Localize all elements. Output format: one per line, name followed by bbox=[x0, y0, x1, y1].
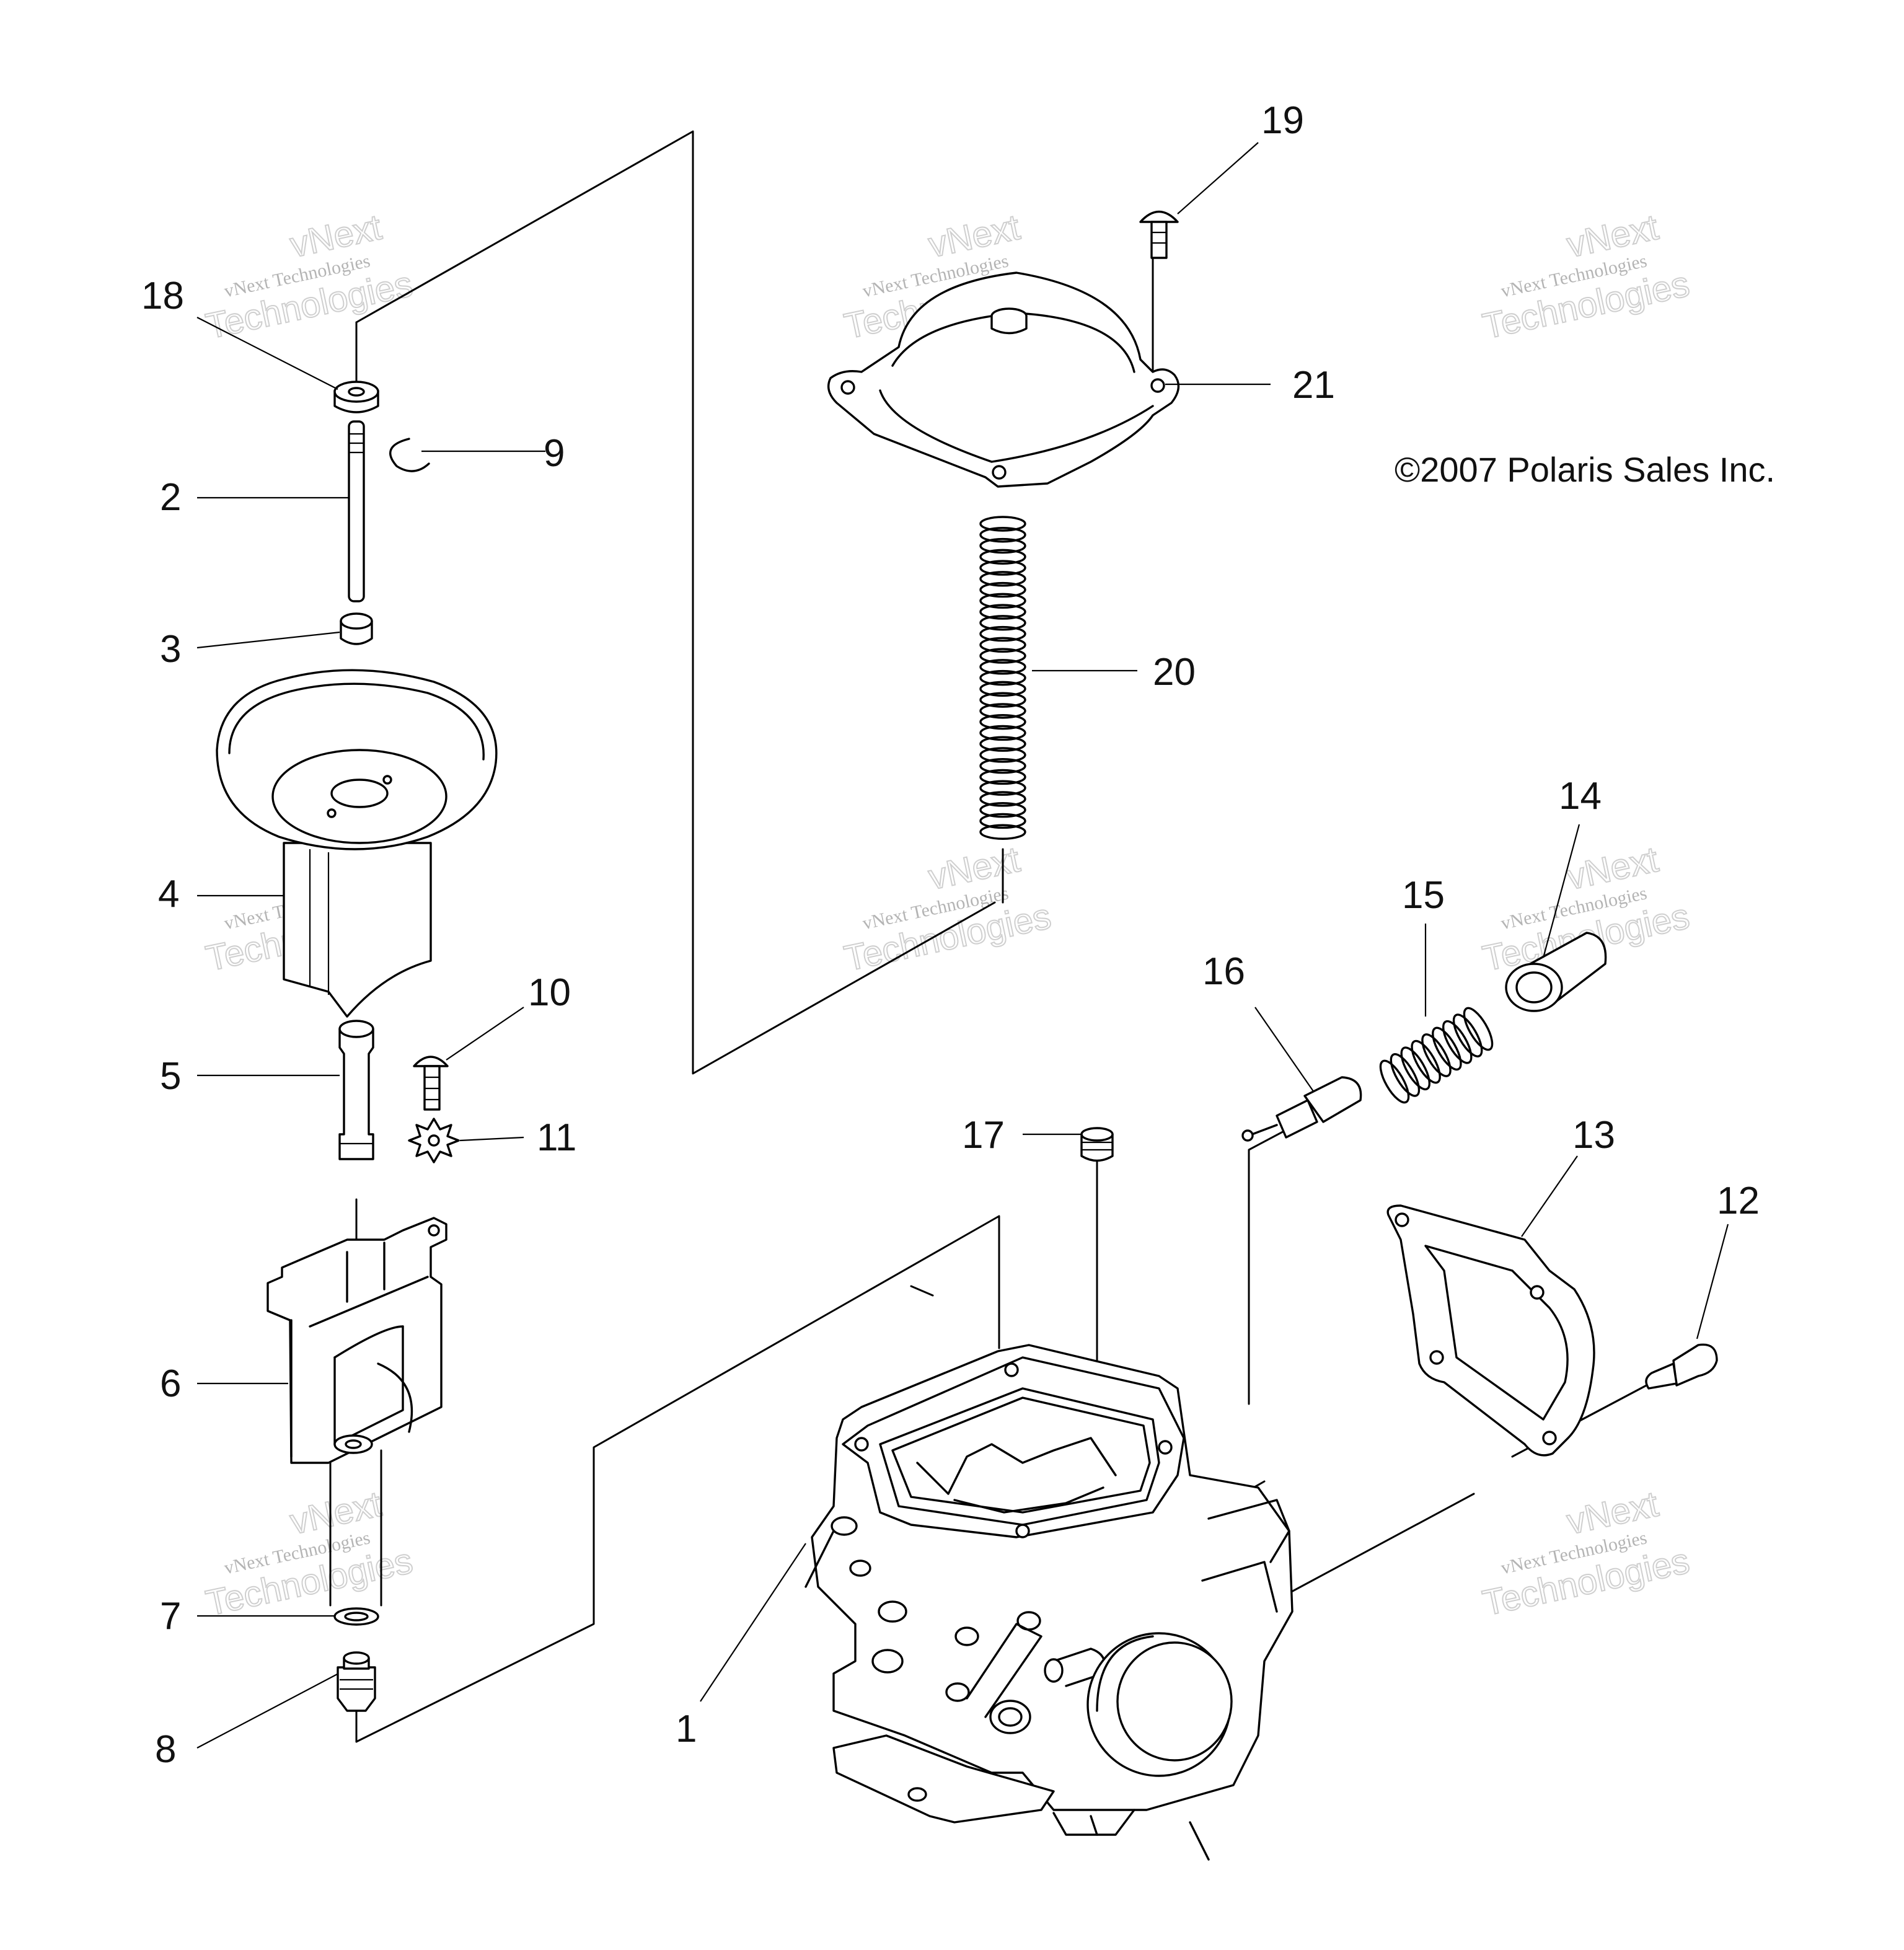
part-21-top-cover[interactable] bbox=[827, 271, 1180, 488]
part-18-nut[interactable] bbox=[333, 381, 379, 413]
callout-9: 9 bbox=[544, 432, 565, 475]
part-8-main-jet[interactable] bbox=[337, 1651, 376, 1712]
callout-21: 21 bbox=[1292, 364, 1335, 407]
watermark: vNext vNext Technologies Technologies bbox=[1479, 1483, 1694, 1624]
callout-15: 15 bbox=[1402, 874, 1445, 917]
part-12-screw[interactable] bbox=[1645, 1343, 1718, 1390]
callout-4: 4 bbox=[158, 873, 179, 915]
part-14-plug[interactable] bbox=[1505, 932, 1607, 1012]
part-6-float-bracket[interactable] bbox=[267, 1217, 447, 1464]
svg-text:vNext: vNext bbox=[286, 207, 385, 265]
part-5-needle-jet[interactable] bbox=[338, 1020, 374, 1160]
part-13-float-bowl-gasket[interactable] bbox=[1386, 1204, 1595, 1457]
callout-11: 11 bbox=[537, 1116, 576, 1159]
watermark: vNext vNext Technologies Technologies bbox=[840, 839, 1056, 979]
part-19-screw[interactable] bbox=[1139, 211, 1179, 259]
callout-18: 18 bbox=[141, 275, 184, 317]
copyright-notice: ©2007 Polaris Sales Inc. bbox=[1395, 450, 1775, 489]
callout-3: 3 bbox=[160, 628, 181, 671]
watermark: vNext vNext Technologies Technologies bbox=[202, 1483, 417, 1624]
callout-20: 20 bbox=[1153, 651, 1196, 694]
callout-17: 17 bbox=[962, 1114, 1005, 1157]
part-15-spring[interactable] bbox=[1375, 1004, 1497, 1106]
part-10-screw[interactable] bbox=[413, 1056, 449, 1111]
part-20-spring[interactable] bbox=[979, 516, 1026, 840]
callout-2: 2 bbox=[160, 476, 181, 519]
callout-16: 16 bbox=[1202, 950, 1245, 993]
part-7-o-ring[interactable] bbox=[333, 1607, 379, 1626]
callout-7: 7 bbox=[160, 1595, 181, 1638]
callout-12: 12 bbox=[1717, 1180, 1760, 1222]
svg-text:vNext: vNext bbox=[1563, 1484, 1662, 1542]
svg-text:vNext: vNext bbox=[925, 839, 1023, 898]
callout-labels: 1 2 3 4 5 6 7 8 9 10 11 12 13 14 15 16 1… bbox=[141, 99, 1760, 1771]
callout-14: 14 bbox=[1559, 775, 1602, 818]
callout-13: 13 bbox=[1572, 1114, 1615, 1157]
svg-text:vNext: vNext bbox=[1563, 207, 1662, 265]
part-3-spacer[interactable] bbox=[340, 612, 373, 645]
callout-6: 6 bbox=[160, 1362, 181, 1405]
part-17-pilot-screw[interactable] bbox=[1080, 1127, 1114, 1162]
part-11-star-washer[interactable] bbox=[408, 1118, 460, 1163]
part-1-carburetor-body[interactable] bbox=[804, 1344, 1294, 1861]
callout-8: 8 bbox=[155, 1728, 176, 1771]
callout-10: 10 bbox=[528, 971, 571, 1014]
callout-5: 5 bbox=[160, 1055, 181, 1098]
part-9-e-clip[interactable] bbox=[389, 438, 430, 472]
part-16-plunger[interactable] bbox=[1241, 1076, 1362, 1142]
part-4-diaphragm-piston[interactable] bbox=[216, 669, 498, 1018]
svg-text:vNext: vNext bbox=[925, 207, 1023, 265]
callout-19: 19 bbox=[1261, 99, 1304, 142]
leader-lines bbox=[196, 142, 1729, 1749]
part-2-jet-needle[interactable] bbox=[348, 420, 365, 602]
watermark: vNext vNext Technologies Technologies bbox=[1479, 206, 1694, 347]
svg-text:vNext: vNext bbox=[1563, 839, 1662, 898]
svg-text:vNext: vNext bbox=[286, 1484, 385, 1542]
callout-1: 1 bbox=[676, 1708, 697, 1750]
watermark: vNext vNext Technologies Technologies bbox=[202, 206, 417, 347]
